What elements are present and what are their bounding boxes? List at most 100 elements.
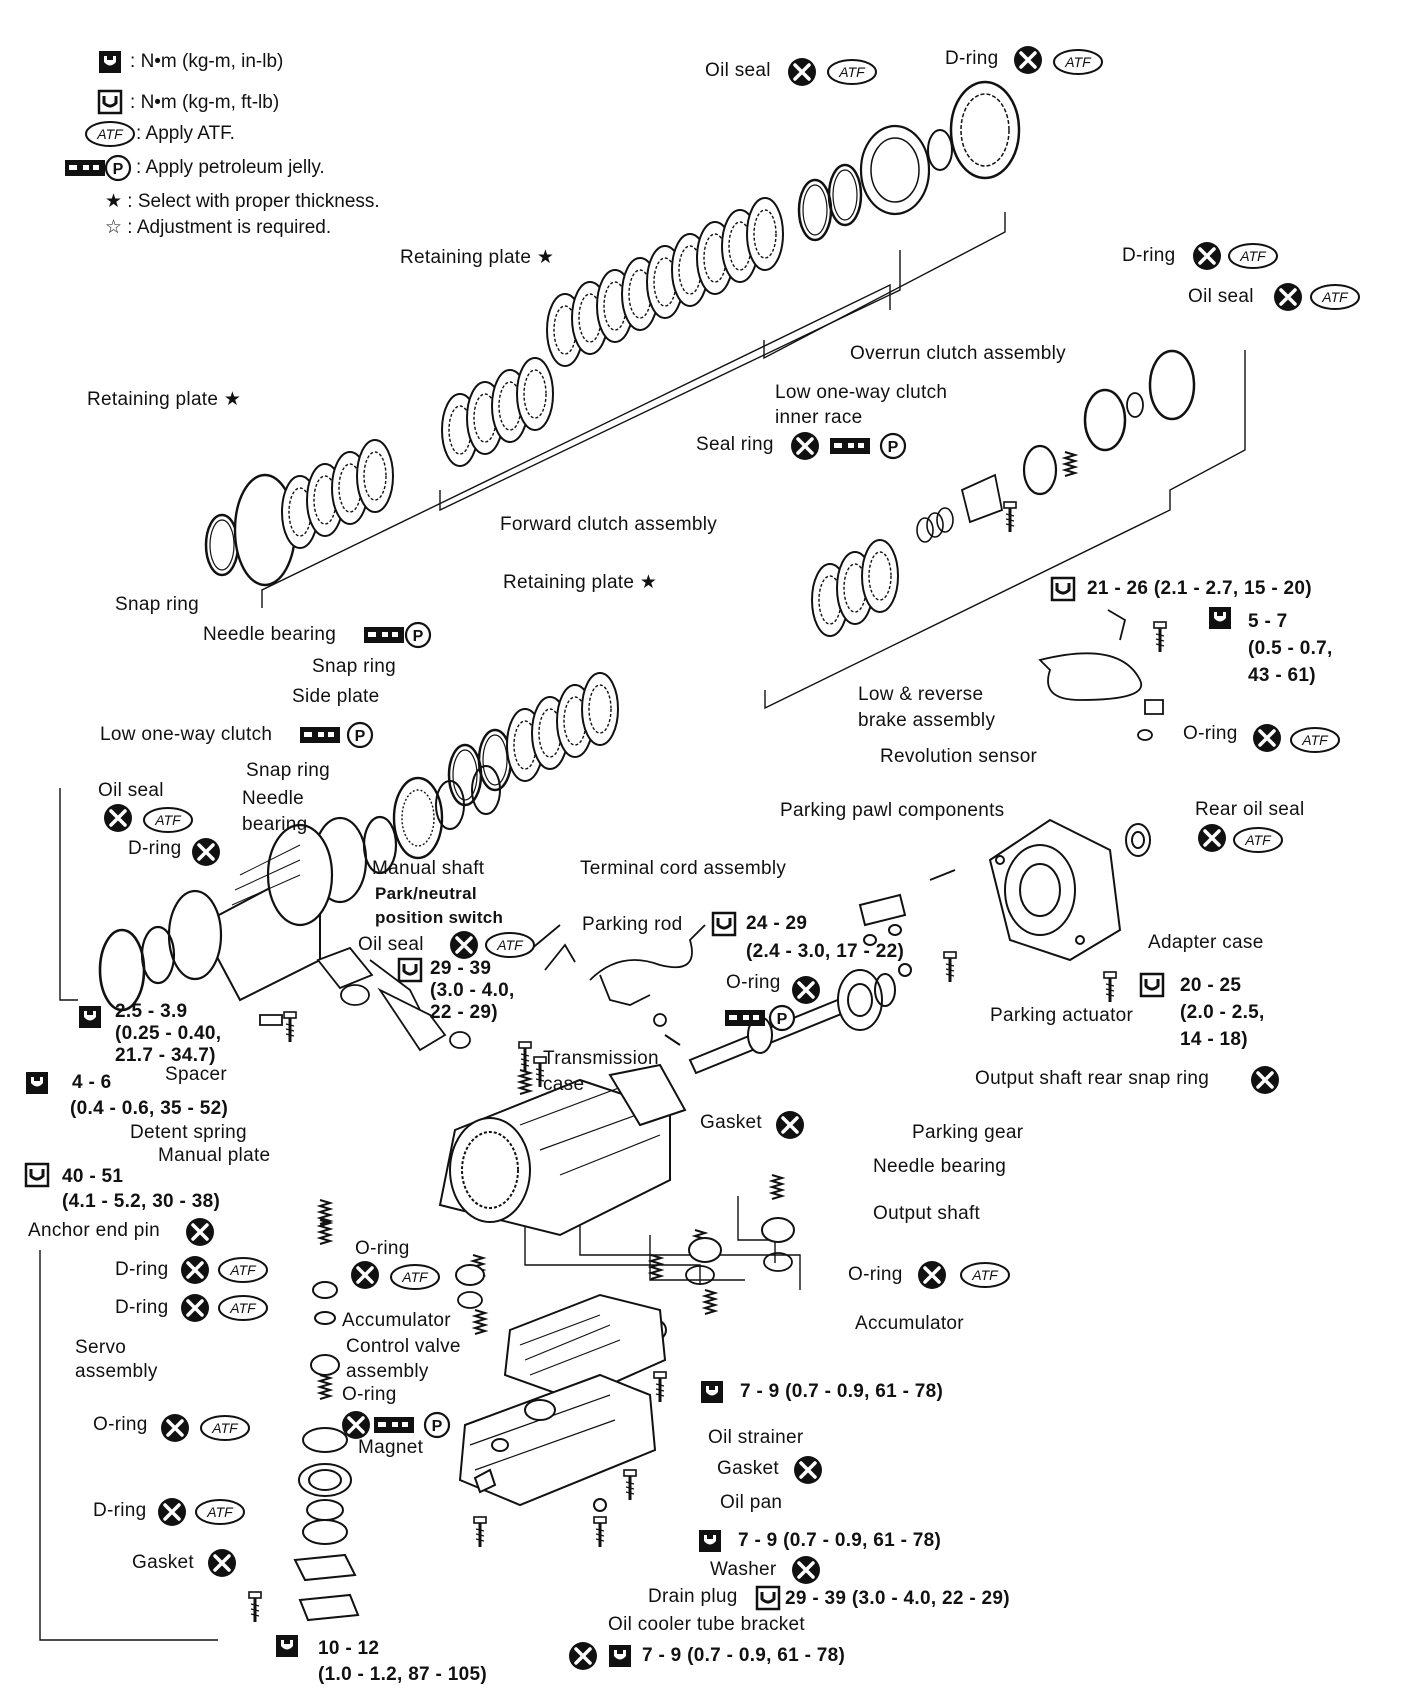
label-torque-10-12: 10 - 12 (1.0 - 1.2, 87 - 105)	[318, 1638, 487, 1685]
label-torque-20-25: 20 - 25 (2.0 - 2.5, 14 - 18)	[1180, 975, 1265, 1050]
legend-symbol-4: :	[136, 157, 146, 178]
label-transmission-case: Transmission case	[543, 1048, 659, 1095]
label-d-ring-left: D-ring	[128, 838, 182, 859]
servo-column	[247, 1219, 358, 1624]
label-forward-clutch: Forward clutch assembly	[500, 514, 718, 535]
label-o-ring-servo: O-ring	[93, 1414, 148, 1435]
label-oil-pan: Oil pan	[720, 1492, 783, 1513]
label-torque-40-51: 40 - 51	[62, 1166, 124, 1187]
legend-text-2: N•m (kg-m, ft-lb)	[140, 92, 280, 113]
legend-symbol-3: :	[136, 123, 146, 144]
legend-text-5: Select with proper thickness.	[137, 191, 380, 212]
legend-row-6: ☆ : Adjustment is required.	[105, 216, 331, 239]
label-d-ring-top: D-ring	[945, 48, 999, 69]
label-spacer: Spacer	[165, 1064, 228, 1085]
label-retaining-plate-1: Retaining plate ★	[400, 247, 555, 268]
label-gasket-servo: Gasket	[132, 1552, 194, 1573]
label-torque-29-39-b: 29 - 39 (3.0 - 4.0, 22 - 29)	[785, 1588, 1010, 1609]
label-manual-shaft: Manual shaft	[372, 858, 485, 879]
label-rear-oil-seal: Rear oil seal	[1195, 799, 1305, 820]
label-oil-strainer: Oil strainer	[708, 1427, 804, 1448]
label-d-ring-right: D-ring	[1122, 245, 1176, 266]
label-torque-5-7: 5 - 7 (0.5 - 0.7, 43 - 61)	[1248, 611, 1333, 686]
label-revolution-sensor: Revolution sensor	[880, 746, 1038, 767]
label-drain-plug: Drain plug	[648, 1586, 738, 1607]
label-oil-seal-top: Oil seal	[705, 60, 771, 81]
label-o-ring-cv: O-ring	[342, 1384, 397, 1405]
label-oil-cooler-bracket: Oil cooler tube bracket	[608, 1614, 805, 1635]
label-gasket-mid: Gasket	[700, 1112, 762, 1133]
label-low-oneway-inner: Low one-way clutch inner race	[775, 382, 948, 428]
revolution-sensor	[1040, 610, 1168, 740]
adapter-case	[860, 820, 1150, 1004]
label-torque-7-9-c: 7 - 9 (0.7 - 0.9, 61 - 78)	[642, 1645, 846, 1666]
label-torque-2-5-3-9: 2.5 - 3.9 (0.25 - 0.40, 21.7 - 34.7)	[115, 1001, 222, 1066]
label-o-ring-right: O-ring	[848, 1264, 903, 1285]
label-adapter-case: Adapter case	[1148, 932, 1264, 953]
legend-text-3: Apply ATF.	[145, 123, 235, 144]
label-side-plate: Side plate	[292, 686, 380, 707]
label-accumulator-1: Accumulator	[342, 1310, 451, 1331]
label-torque-7-9-b: 7 - 9 (0.7 - 0.9, 61 - 78)	[738, 1530, 942, 1551]
label-oil-seal-left: Oil seal	[98, 780, 164, 801]
label-o-ring-mid: O-ring	[726, 972, 781, 993]
label-overrun-clutch: Overrun clutch assembly	[850, 343, 1066, 364]
manual-shaft-cluster	[260, 925, 575, 1095]
label-retaining-plate-2: Retaining plate ★	[87, 389, 242, 410]
label-gasket-pan: Gasket	[717, 1458, 779, 1479]
label-manual-plate: Manual plate	[158, 1145, 271, 1166]
label-parking-actuator: Parking actuator	[990, 1005, 1134, 1026]
forward-clutch-stack	[204, 357, 554, 585]
label-park-neutral-switch: Park/neutral position switch	[375, 884, 504, 927]
label-parking-pawl: Parking pawl components	[780, 800, 1005, 821]
label-retaining-plate-3: Retaining plate ★	[503, 572, 658, 593]
label-output-shaft: Output shaft	[873, 1203, 981, 1224]
label-anchor-end-pin: Anchor end pin	[28, 1220, 161, 1241]
legend-symbol-5: ★ :	[105, 191, 138, 212]
label-o-ring-rev: O-ring	[1183, 723, 1238, 744]
legend-row-2: : N•m (kg-m, ft-lb)	[130, 92, 279, 114]
label-torque-4-6: 4 - 6	[72, 1072, 112, 1093]
label-d-ring-servo-2: D-ring	[115, 1297, 169, 1318]
label-torque-7-9-a: 7 - 9 (0.7 - 0.9, 61 - 78)	[740, 1381, 944, 1402]
label-torque-40-51-sub: (4.1 - 5.2, 30 - 38)	[62, 1191, 221, 1212]
label-d-ring-servo-3: D-ring	[93, 1500, 147, 1521]
legend-text-6: Adjustment is required.	[136, 217, 332, 238]
legend-row-4: : Apply petroleum jelly.	[136, 157, 325, 179]
label-o-ring-acc: O-ring	[355, 1238, 410, 1259]
legend-row-3: : Apply ATF.	[136, 123, 235, 145]
legend-text-4: Apply petroleum jelly.	[145, 157, 325, 178]
label-d-ring-servo-1: D-ring	[115, 1259, 169, 1280]
label-accumulator-2: Accumulator	[855, 1313, 964, 1334]
label-washer: Washer	[710, 1559, 777, 1580]
legend-text-1: N•m (kg-m, in-lb)	[140, 51, 284, 72]
label-seal-ring: Seal ring	[696, 434, 774, 455]
label-detent-spring: Detent spring	[130, 1122, 247, 1143]
label-torque-4-6-sub: (0.4 - 0.6, 35 - 52)	[70, 1098, 229, 1119]
label-oil-seal-right: Oil seal	[1188, 286, 1254, 307]
legend-symbol-1: :	[130, 51, 141, 72]
label-snap-ring-1: Snap ring	[115, 594, 200, 615]
label-magnet: Magnet	[358, 1437, 424, 1458]
label-needle-bearing-2: Needle bearing	[242, 788, 308, 835]
label-control-valve: Control valve assembly	[346, 1336, 461, 1382]
low-oneway-clutch-drum	[100, 766, 500, 1010]
control-valve-pan	[460, 1295, 668, 1549]
legend-row-1: : N•m (kg-m, in-lb)	[130, 51, 283, 73]
label-parking-rod: Parking rod	[582, 914, 683, 935]
label-oil-seal-mid: Oil seal	[358, 934, 424, 955]
legend-symbol-2: :	[130, 92, 141, 113]
output-shaft-parts	[665, 964, 911, 1073]
label-needle-bearing-1: Needle bearing	[203, 624, 337, 645]
terminal-cord	[590, 925, 705, 1026]
label-torque-21-26: 21 - 26 (2.1 - 2.7, 15 - 20)	[1087, 578, 1312, 599]
label-servo-assembly: Servo assembly	[75, 1337, 158, 1382]
label-snap-ring-2: Snap ring	[312, 656, 397, 677]
label-terminal-cord: Terminal cord assembly	[580, 858, 787, 879]
transmission-case	[440, 1055, 685, 1235]
label-low-reverse-brake: Low & reverse brake assembly	[858, 684, 996, 731]
label-snap-ring-3: Snap ring	[246, 760, 331, 781]
overrun-clutch-stack	[546, 82, 1019, 367]
